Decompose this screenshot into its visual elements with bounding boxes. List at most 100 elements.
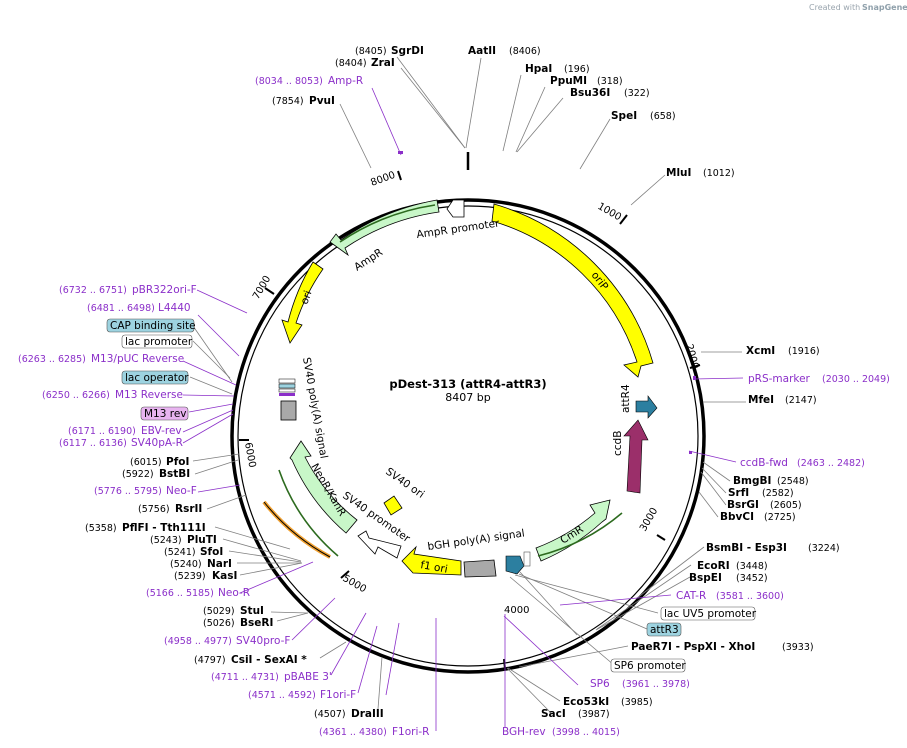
primer-amp-r-pos: (8034 .. 8053) [255,76,323,87]
sv40-ori-feature[interactable] [383,495,403,516]
enzyme-mlui-pos: (1012) [703,168,735,179]
tick-marks [239,170,701,670]
primer-pbabe3-pos: (4711 .. 4731) [211,672,279,683]
enzyme-rsrii-pos: (5756) [138,504,170,515]
enzyme-sfoi-pos: (5241) [164,547,196,558]
primer-pbr322ori-f: pBR322ori-F [132,284,197,296]
attr3-feature[interactable] [505,555,525,575]
primer-sp6: SP6 [590,678,610,690]
enzyme-pfoi: PfoI [166,456,189,468]
enzyme-aatii-pos: (8406) [509,46,541,57]
primer-ebv-rev-pos: (6171 .. 6190) [68,426,136,437]
enzyme-bsmbi: BsmBI - Esp3I [706,542,787,554]
tick-label-8000: 8000 [369,170,397,189]
primer-bgh-rev: BGH-rev [502,726,546,738]
box-lac-uv5-promoter: lac UV5 promoter [664,608,757,620]
enzyme-nari: NarI [207,558,232,570]
neor-cds-line [278,469,339,557]
primer-neo-r: Neo-R [218,587,250,599]
enzyme-pflfi: PflFI - Tth111I [122,522,206,534]
enzyme-pfoi-pos: (6015) [130,457,162,468]
enzyme-kasi: KasI [212,570,237,582]
orip-feature[interactable] [491,203,654,378]
ampr-promoter-feature[interactable] [446,199,465,218]
box-m13-rev: M13 rev [144,408,187,420]
lac-region-marker [278,378,296,396]
tick-label-7000: 7000 [251,274,273,302]
primer-sv40pa-r-pos: (6117 .. 6136) [59,438,127,449]
enzyme-saci-pos: (3987) [578,709,610,720]
enzyme-pvui-pos: (7854) [272,96,304,107]
enzyme-zrai-pos: (8404) [335,58,367,69]
enzyme-csii: CsiI - SexAI * [231,654,307,666]
tick-label-5000: 5000 [341,573,369,595]
enzyme-saci: SacI [541,708,566,720]
primer-prs-marker: pRS-marker [748,373,811,385]
enzyme-bsu36i: Bsu36I [570,87,610,99]
cmr-cds-line [537,512,623,557]
primer-neo-r-pos: (5166 .. 5185) [146,588,214,599]
enzyme-ppumi: PpuMI [550,75,587,87]
primer-leaders [182,87,744,731]
attr4-feature[interactable] [635,395,658,419]
enzyme-nari-pos: (5240) [170,559,202,570]
tick-label-3000: 3000 [638,506,660,534]
primer-pbabe3: pBABE 3' [284,671,332,683]
enzyme-mlui: MluI [666,167,691,179]
enzyme-bmgbi-pos: (2548) [777,476,809,487]
primer-bgh-rev-pos: (3998 .. 4015) [552,727,620,738]
box-lac-promoter: lac promoter [125,336,193,348]
primer-sv40pa-r: SV40pA-R [131,437,183,449]
enzyme-bspei-pos: (3452) [736,573,768,584]
primer-ebv-rev: EBV-rev [141,425,182,437]
box-sp6-promoter: SP6 promoter [614,660,686,672]
enzyme-bseri: BseRI [240,617,273,629]
enzyme-ecori: EcoRI [697,560,730,572]
enzyme-bbvci-pos: (2725) [764,512,796,523]
f1-ori-outer-feature[interactable] [262,500,331,559]
enzyme-xcmi-pos: (1916) [788,346,820,357]
enzyme-bstbi: BstBI [159,468,190,480]
tick-label-6000: 6000 [242,442,257,469]
f1-ori-feature[interactable] [401,545,462,576]
ccdb-feature[interactable] [623,419,649,494]
primer-ccdb-fwd-pos: (2463 .. 2482) [797,458,865,469]
lac-uv5-marker [523,551,531,567]
box-attr3: attR3 [650,624,679,636]
enzyme-rsrii: RsrII [175,503,202,515]
enzyme-bsrgi-pos: (2605) [770,500,802,511]
enzyme-ecori-pos: (3448) [736,561,768,572]
primer-f1ori-f-pos: (4571 .. 4592) [248,690,316,701]
f1-ori-outer-line [263,501,331,558]
bgh-feature[interactable] [463,559,497,578]
enzyme-xcmi: XcmI [746,345,775,357]
sv40-polya-label: SV40 poly(A) signal [300,356,330,459]
plasmid-name: pDest-313 (attR4-attR3) [389,377,546,391]
sv40-polya-feature[interactable] [280,400,297,421]
ampr-feature[interactable] [329,199,440,257]
enzyme-mfei: MfeI [748,394,774,406]
attr4-label: attR4 [620,384,632,413]
sv40-promoter-feature[interactable] [357,530,402,559]
tick-label-4000: 4000 [504,605,529,616]
enzyme-eco53ki: Eco53kI [563,696,609,708]
ampr-promoter-label: AmpR promoter [416,217,501,241]
primer-f1ori-f: F1ori-F [320,689,356,701]
enzyme-pvui: PvuI [309,95,335,107]
primer-labels: (8034 .. 8053) Amp-R (6732 .. 6751) pBR3… [18,75,890,738]
primer-m13puc: M13/pUC Reverse [91,353,184,365]
credit-brand: SnapGene [862,3,907,12]
enzyme-srfi: SrfI [728,487,749,499]
primer-neo-f: Neo-F [166,485,197,497]
cmr-feature[interactable] [535,499,611,562]
primer-f1ori-r: F1ori-R [392,726,429,738]
ampr-cds-line [339,204,436,243]
enzyme-hpai-pos: (196) [564,64,590,75]
enzyme-bseri-pos: (5026) [203,618,235,629]
ori-feature[interactable] [281,261,324,344]
tick-label-2000: 2000 [683,343,700,370]
ccdb-label: ccdB [612,431,624,456]
enzyme-stui: StuI [240,605,264,617]
neor-feature[interactable] [289,440,358,534]
